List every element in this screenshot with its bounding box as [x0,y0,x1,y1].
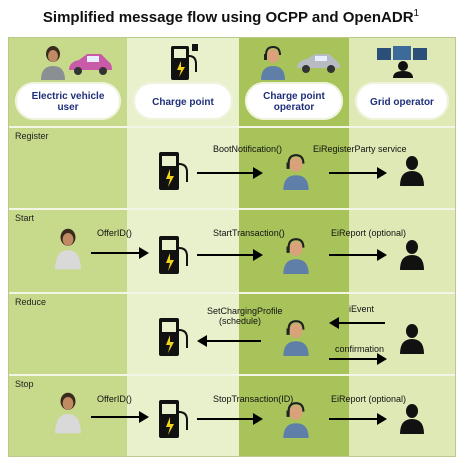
header-cloud [355,82,449,120]
person-icon [53,390,83,434]
grid-operator-icon [399,154,425,186]
message-label: confirmation [335,344,385,354]
person-icon [39,44,67,80]
row-stop: Stop OfferID() StopTransaction(ID) EiRep… [9,374,455,456]
row-start: Start OfferID() StartTransaction() EiRep… [9,208,455,294]
arrow-right [329,167,387,179]
operator-headset-icon [281,318,311,356]
header-grid-operator: Grid operator [349,38,455,126]
arrow-right [197,249,263,261]
header-charge-point: Charge point [127,38,239,126]
charge-point-icon [169,42,199,82]
charge-point-icon [157,148,189,192]
column-label-ev-user: Electric vehicle user [31,91,105,113]
message-label: EiReport (optional) [331,394,407,404]
charge-point-icon [157,314,189,358]
message-label: StopTransaction(ID) [213,394,294,404]
person-icon [53,226,83,270]
arrow-right [329,353,387,365]
arrow-left [197,335,261,347]
header-cloud [245,82,343,120]
message-label: OfferID() [97,394,132,404]
flow-diagram: Electric vehicle user Charge point [8,37,456,457]
charge-point-icon [157,396,189,440]
row-reduce: Reduce SetChargingProfile (schedule) iEv… [9,292,455,376]
operator-headset-icon [281,236,311,274]
title-text: Simplified message flow using OCPP and O… [42,9,414,26]
grid-operator-icon [399,322,425,354]
row-register: Register BootNotification() EiRegisterPa… [9,126,455,210]
arrow-right [91,411,149,423]
charge-point-icon [157,232,189,276]
message-label: OfferID() [97,228,132,238]
operator-headset-icon [259,44,287,80]
header-cpo: Charge point operator [239,38,349,126]
row-label: Register [15,131,49,141]
arrow-right [91,247,149,259]
arrow-right [197,413,263,425]
message-label: EiRegisterParty service [313,144,407,154]
message-label: iEvent [349,304,375,314]
header-cloud [133,82,233,120]
grid-operator-icon [399,238,425,270]
title-footnote: 1 [413,8,420,19]
message-label: SetChargingProfile (schedule) [207,306,283,326]
arrow-right [329,249,387,261]
row-label: Reduce [15,297,47,307]
column-label-cpo: Charge point operator [263,91,325,113]
header-cloud [15,82,121,120]
operator-headset-icon [281,400,311,438]
grid-operator-icon [399,402,425,434]
car-icon [65,52,113,76]
car-icon [293,52,341,74]
arrow-right [197,167,263,179]
grid-operator-icon [375,44,431,78]
header-ev-user: Electric vehicle user [9,38,127,126]
message-label: EiReport (optional) [331,228,407,238]
arrow-left [329,317,385,329]
row-label: Stop [15,379,34,389]
message-label: BootNotification() [213,144,283,154]
arrow-right [329,413,387,425]
operator-headset-icon [281,152,311,190]
diagram-title: Simplified message flow using OCPP and O… [0,8,462,26]
column-label-charge-point: Charge point [152,97,214,108]
row-label: Start [15,213,35,223]
column-label-grid-operator: Grid operator [370,97,434,108]
message-label: StartTransaction() [213,228,285,238]
